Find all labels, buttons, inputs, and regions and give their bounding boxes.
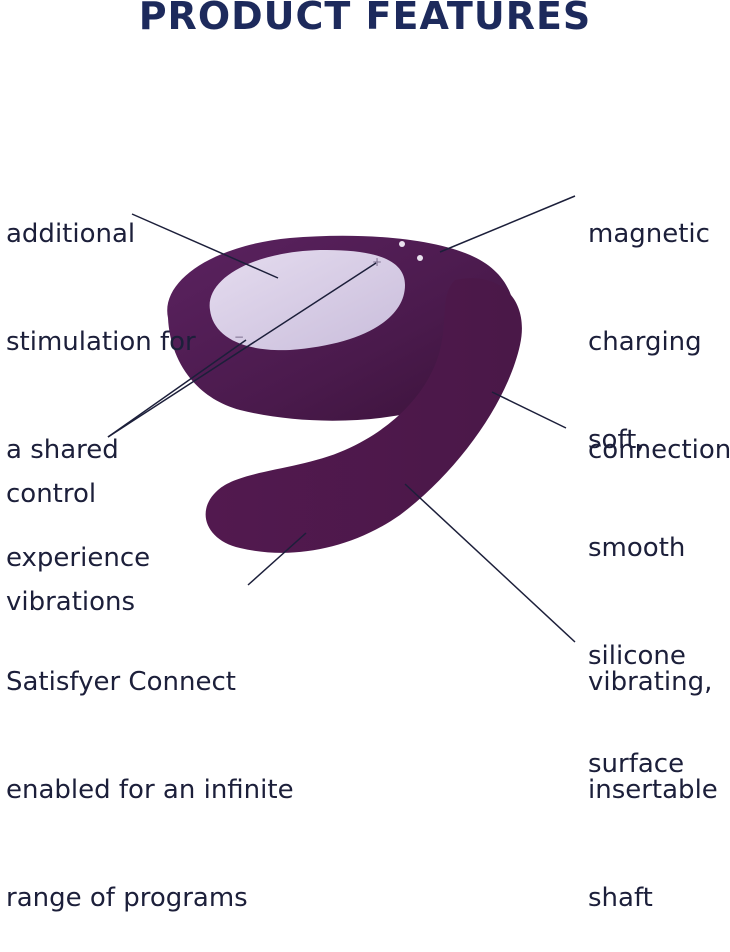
label-control-vibrations: control vibrations <box>6 479 136 617</box>
label-vibrating-shaft: vibrating, insertable shaft <box>588 667 718 913</box>
label-magnetic-charging: magnetic charging connection <box>588 219 730 465</box>
charging-contact-icon <box>399 241 405 247</box>
leader-line-control-plus <box>107 262 377 438</box>
leader-line-soft <box>491 391 567 429</box>
leader-line-control-minus <box>107 339 247 438</box>
product-shaft <box>205 278 522 553</box>
page-title: PRODUCT FEATURES <box>138 0 592 38</box>
label-satisfyer-connect: Satisfyer Connect enabled for an infinit… <box>6 667 294 913</box>
product-illustration: + − <box>107 195 576 643</box>
leader-line-magnetic <box>439 195 576 253</box>
label-additional-stimulation: additional stimulation for a shared expe… <box>6 219 196 573</box>
leader-line-connect <box>247 532 307 586</box>
charging-contact-icon <box>417 255 423 261</box>
leader-line-additional <box>131 213 279 279</box>
plus-icon: + <box>372 255 382 269</box>
minus-icon: − <box>234 330 244 344</box>
leader-line-vibrating <box>404 483 576 643</box>
